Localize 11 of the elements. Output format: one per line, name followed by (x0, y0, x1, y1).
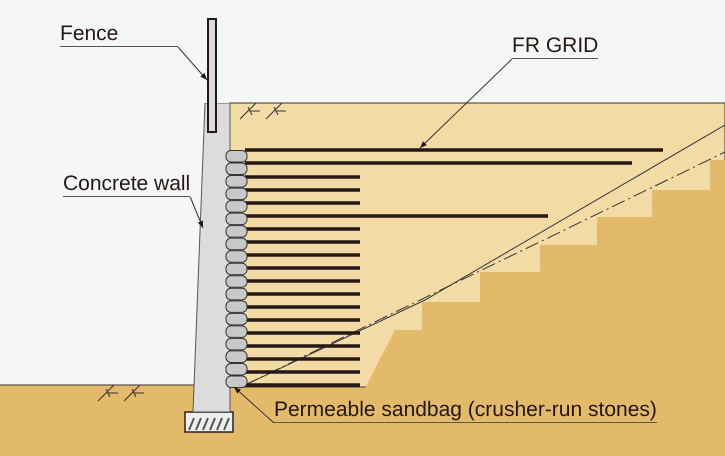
fence-post (207, 18, 217, 133)
part-label: Concrete wall (63, 172, 190, 197)
leader-line (234, 386, 274, 424)
part-label: Permeable sandbag (crusher-run stones) (274, 398, 657, 423)
part-label: Fence (60, 22, 178, 47)
leader-line (190, 196, 204, 228)
part-label: FR GRID (512, 34, 598, 59)
sandbag-stack-drawing (225, 150, 248, 388)
leader-line (178, 46, 208, 80)
grid-layers-drawing (245, 147, 665, 389)
leader-line (420, 58, 512, 148)
